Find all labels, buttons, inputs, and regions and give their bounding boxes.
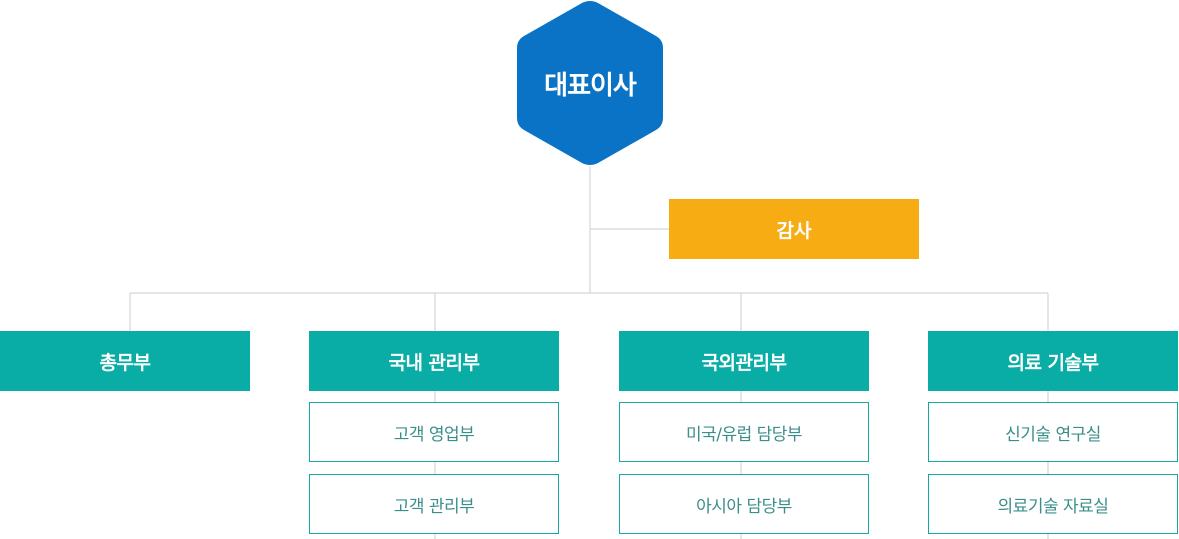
sub-unit-label: 고객 영업부 xyxy=(393,424,475,445)
sub-unit-label: 아시아 담당부 xyxy=(696,496,792,517)
sub-unit: 아시아 담당부 xyxy=(619,474,869,534)
audit-label: 감사 xyxy=(776,219,812,242)
sub-unit: 신기술 연구실 xyxy=(928,402,1178,462)
sub-unit: 의료기술 자료실 xyxy=(928,474,1178,534)
dept-overseas: 국외관리부 xyxy=(619,331,869,391)
sub-unit-label: 의료기술 자료실 xyxy=(997,496,1109,517)
dept-medical-tech: 의료 기술부 xyxy=(928,331,1178,391)
sub-unit: 고객 관리부 xyxy=(309,474,559,534)
sub-unit: 고객 영업부 xyxy=(309,402,559,462)
sub-unit-label: 고객 관리부 xyxy=(393,496,475,517)
dept-label: 의료 기술부 xyxy=(1007,351,1099,374)
dept-label: 총무부 xyxy=(99,351,151,374)
audit-node: 감사 xyxy=(669,199,919,259)
sub-unit-label: 신기술 연구실 xyxy=(1005,424,1101,445)
ceo-label: 대표이사 xyxy=(544,70,637,101)
sub-unit: 미국/유럽 담당부 xyxy=(619,402,869,462)
dept-domestic: 국내 관리부 xyxy=(309,331,559,391)
ceo-node: 대표이사 xyxy=(516,0,664,166)
dept-label: 국내 관리부 xyxy=(388,351,480,374)
sub-unit-label: 미국/유럽 담당부 xyxy=(685,424,803,445)
hexagon-shape xyxy=(517,1,663,165)
dept-label: 국외관리부 xyxy=(701,351,787,374)
dept-general-affairs: 총무부 xyxy=(0,331,250,391)
